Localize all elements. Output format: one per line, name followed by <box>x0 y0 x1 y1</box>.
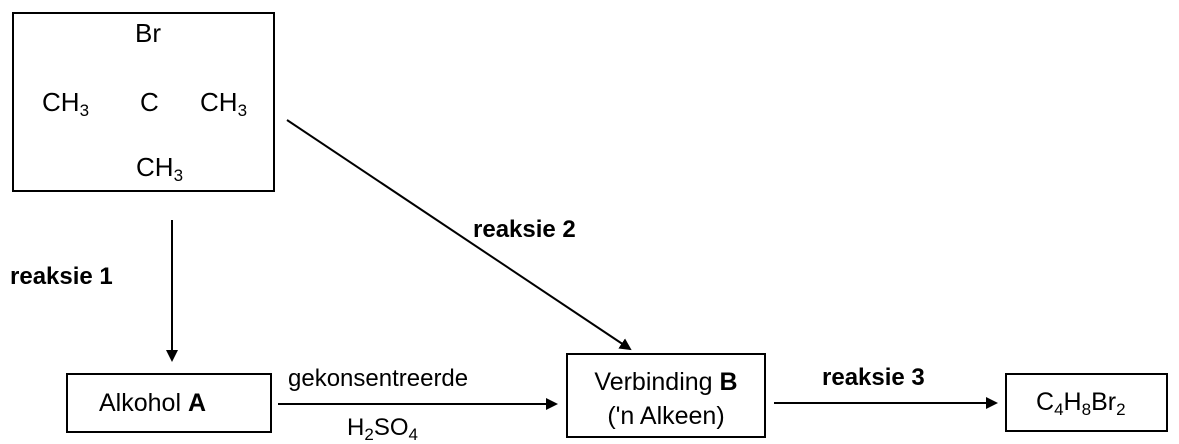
label-reaction-2: reaksie 2 <box>473 216 576 243</box>
alcohol-a-label: Alkohol A <box>99 389 207 417</box>
group-ch3-right: CH3 <box>200 87 248 120</box>
atom-br: Br <box>135 18 161 48</box>
compound-b-line1: Verbinding B <box>594 368 738 396</box>
product-formula: C4H8Br2 <box>1036 388 1126 419</box>
group-ch3-bottom: CH3 <box>136 152 184 185</box>
group-ch3-left: CH3 <box>42 87 90 120</box>
compound-b-line2: ('n Alkeen) <box>607 402 725 430</box>
molecule-box <box>12 12 275 192</box>
label-reaction-3: reaksie 3 <box>822 364 925 391</box>
label-reaction-1: reaksie 1 <box>10 263 113 290</box>
atom-c: C <box>140 87 159 117</box>
condition-concentrated: gekonsentreerde <box>288 365 469 392</box>
arrow-reaction-2 <box>286 119 632 351</box>
alcohol-a-box <box>66 373 272 433</box>
condition-h2so4: H2SO4 <box>347 414 418 444</box>
product-box <box>1005 373 1168 432</box>
compound-b-box <box>566 353 766 438</box>
